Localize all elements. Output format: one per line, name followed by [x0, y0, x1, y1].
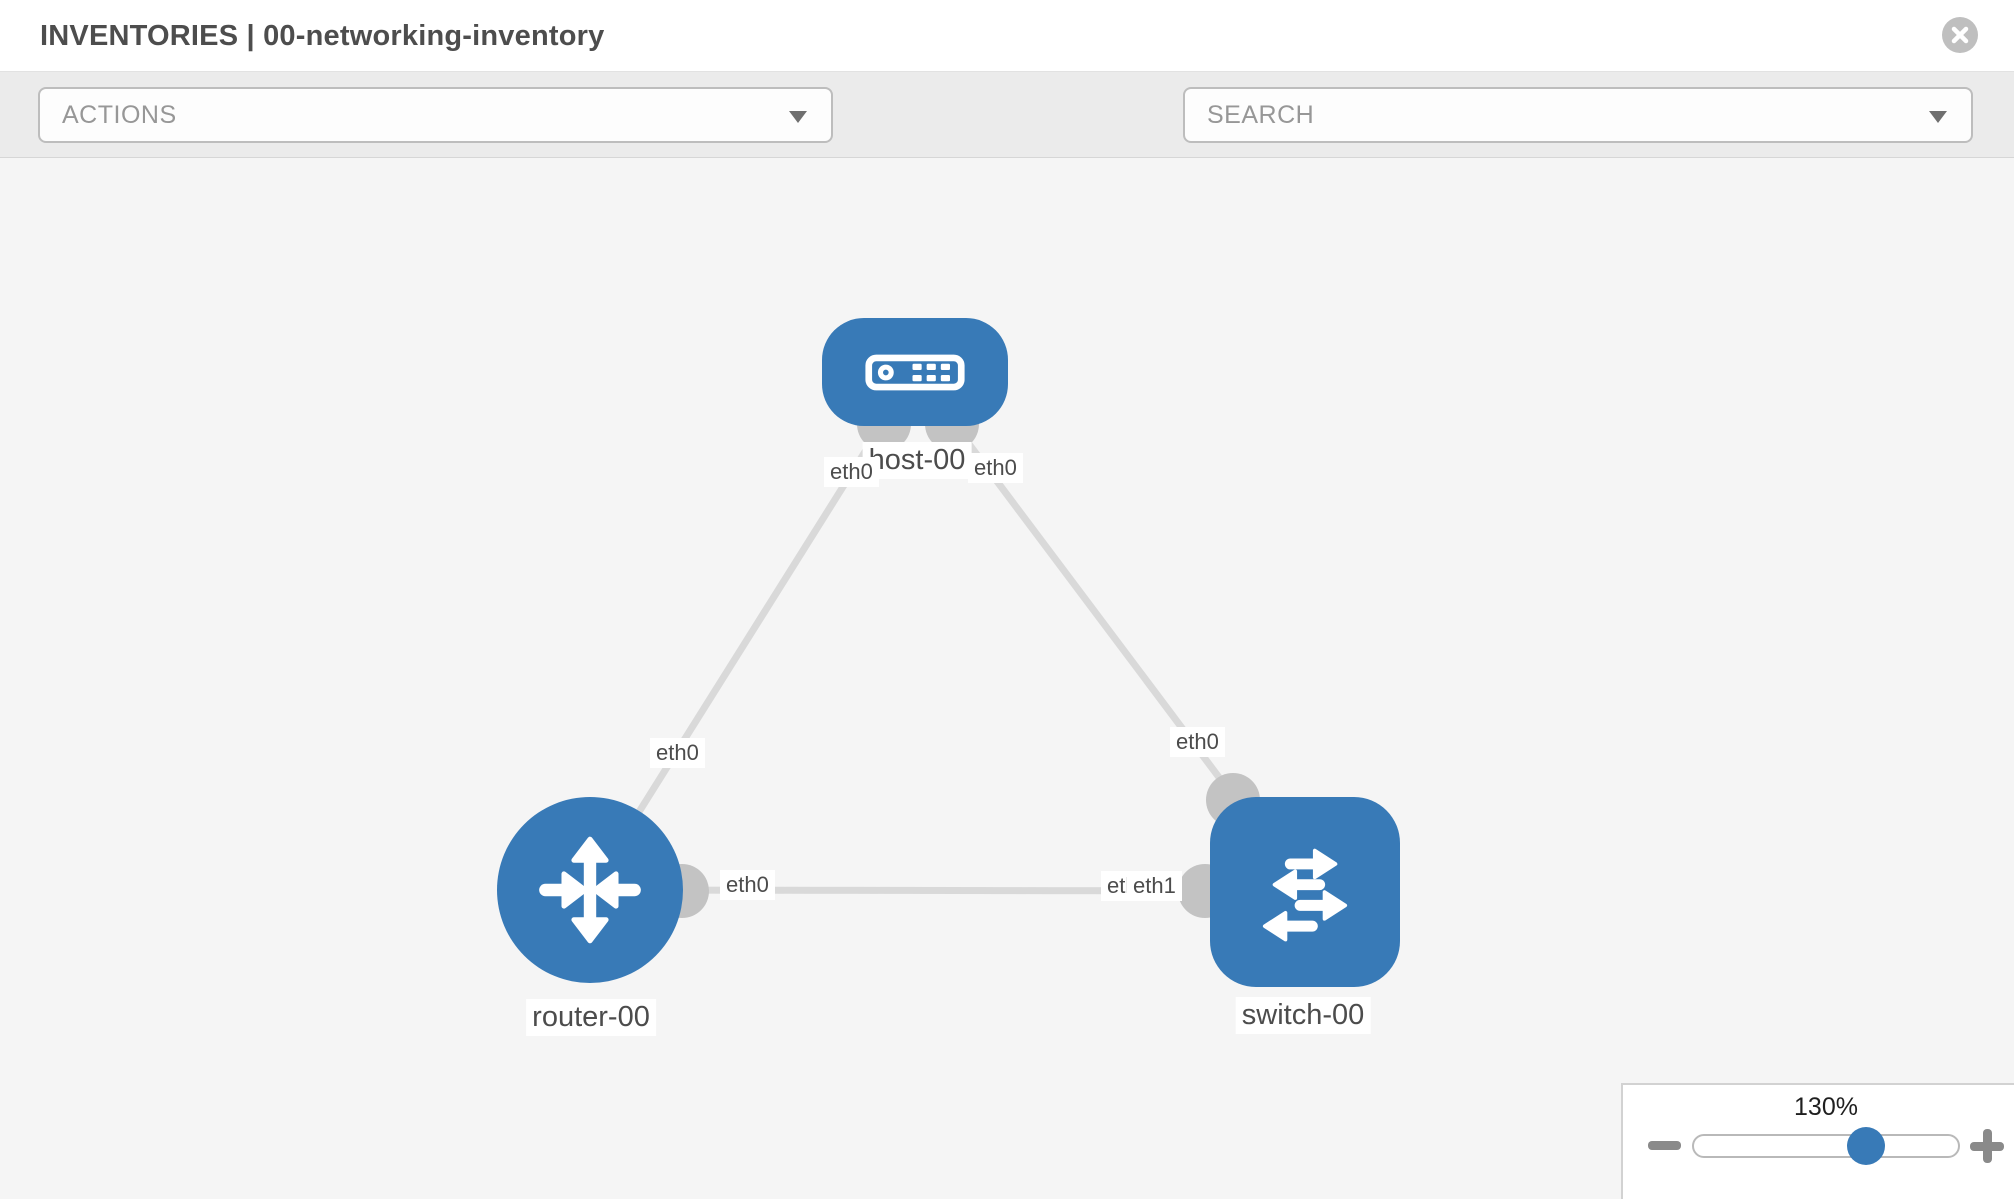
actions-dropdown-label: ACTIONS [62, 101, 177, 129]
links-layer [587, 369, 1308, 918]
zoom-control-panel: 130% [1621, 1083, 2014, 1199]
node-router-00[interactable] [497, 797, 683, 983]
node-label-host: host-00 [862, 442, 972, 479]
node-label-switch: switch-00 [1235, 997, 1371, 1034]
interface-label-host-to-router: eth0 [824, 457, 879, 487]
close-button[interactable] [1942, 17, 1978, 53]
router-icon [539, 836, 641, 944]
search-dropdown[interactable]: SEARCH [1183, 87, 1973, 143]
host-icon [865, 354, 965, 390]
node-label-router: router-00 [526, 999, 656, 1036]
node-switch-00[interactable] [1210, 797, 1400, 987]
zoom-in-button[interactable] [1970, 1129, 2004, 1163]
chevron-down-icon [789, 111, 807, 123]
interface-label-router-to-switch: eth0 [720, 870, 775, 900]
toolbar: ACTIONS SEARCH [0, 72, 2014, 207]
search-dropdown-label: SEARCH [1207, 101, 1315, 129]
topology-canvas[interactable]: host-00 router-00 switch-00 eth0 eth0 et… [0, 158, 2014, 1199]
page-title: INVENTORIES | 00-networking-inventory [40, 20, 605, 52]
interface-label-switch-to-host: eth0 [1170, 727, 1225, 757]
switch-icon [1262, 848, 1348, 942]
actions-dropdown[interactable]: ACTIONS [38, 87, 833, 143]
zoom-slider-thumb[interactable] [1847, 1127, 1885, 1165]
close-icon [1951, 26, 1969, 44]
chevron-down-icon [1929, 111, 1947, 123]
zoom-level-value: 130% [1794, 1093, 1858, 1121]
zoom-slider-track[interactable] [1692, 1134, 1960, 1158]
header-bar: INVENTORIES | 00-networking-inventory [0, 0, 2014, 72]
interface-label-host-to-switch: eth0 [968, 453, 1023, 483]
interface-label-switch-to-router: eth1 [1127, 871, 1182, 901]
interface-label-router-to-host: eth0 [650, 738, 705, 768]
plus-icon [1983, 1129, 1992, 1163]
zoom-out-button[interactable] [1648, 1141, 1681, 1150]
node-host-00[interactable] [822, 318, 1008, 426]
